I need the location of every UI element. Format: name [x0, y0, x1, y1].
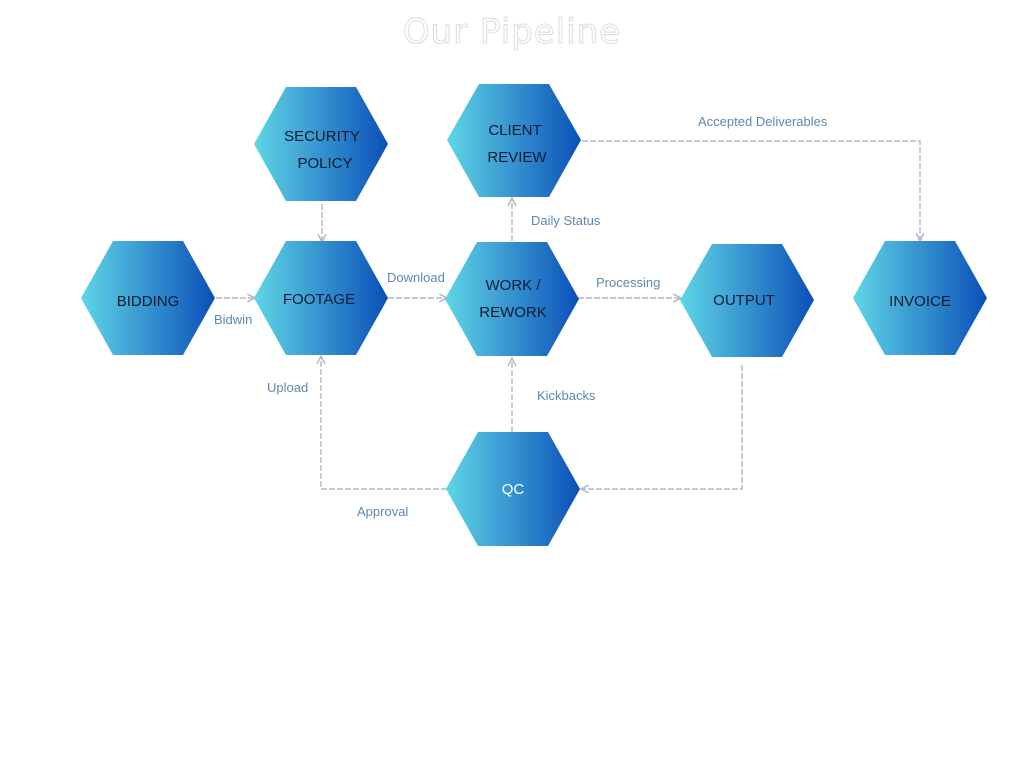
hexagon-shape	[254, 87, 388, 201]
edge-label-download: Download	[387, 270, 445, 285]
edge-label-kickbacks: Kickbacks	[537, 388, 596, 403]
hexagon-shape	[447, 84, 581, 197]
node-work-rework[interactable]: WORK / REWORK	[445, 242, 579, 356]
node-label-line-1: SECURITY	[284, 128, 360, 145]
node-label-line-2: REVIEW	[487, 149, 547, 166]
node-label-line-1: WORK /	[486, 277, 542, 294]
edge-label-processing: Processing	[596, 275, 660, 290]
node-bidding[interactable]: BIDDING	[81, 241, 215, 355]
node-label-line-2: REWORK	[479, 304, 547, 321]
node-footage[interactable]: FOOTAGE	[254, 241, 388, 355]
edge-label-upload: Upload	[267, 380, 308, 395]
hexagon-shape	[445, 242, 579, 356]
edge-label-bidwin: Bidwin	[214, 312, 252, 327]
node-label-line-1: CLIENT	[488, 122, 541, 139]
hexagon-shape	[853, 241, 987, 355]
edge-label-accepted-deliverables: Accepted Deliverables	[698, 114, 828, 129]
node-label: BIDDING	[117, 293, 180, 310]
node-label: FOOTAGE	[283, 291, 355, 308]
node-label: OUTPUT	[713, 292, 775, 309]
hexagon-shape	[446, 432, 580, 546]
connectors	[216, 140, 920, 490]
page-title: Our Pipeline	[402, 12, 622, 53]
hexagon-shape	[680, 244, 814, 357]
node-invoice[interactable]: INVOICE	[853, 241, 987, 355]
connector-qc-to-footage	[321, 356, 447, 490]
node-qc[interactable]: QC	[446, 432, 580, 546]
node-client-review[interactable]: CLIENT REVIEW	[447, 84, 581, 197]
hexagon-shape	[81, 241, 215, 355]
hexagon-shape	[254, 241, 388, 355]
node-label: INVOICE	[889, 293, 951, 310]
connector-client-review-to-invoice	[582, 140, 920, 241]
edge-label-approval: Approval	[357, 504, 408, 519]
edge-label-daily-status: Daily Status	[531, 213, 601, 228]
connector-output-to-qc	[581, 365, 743, 489]
node-label-line-2: POLICY	[297, 155, 352, 172]
node-label: QC	[502, 481, 525, 498]
node-security-policy[interactable]: SECURITY POLICY	[254, 87, 388, 201]
node-output[interactable]: OUTPUT	[680, 244, 814, 357]
